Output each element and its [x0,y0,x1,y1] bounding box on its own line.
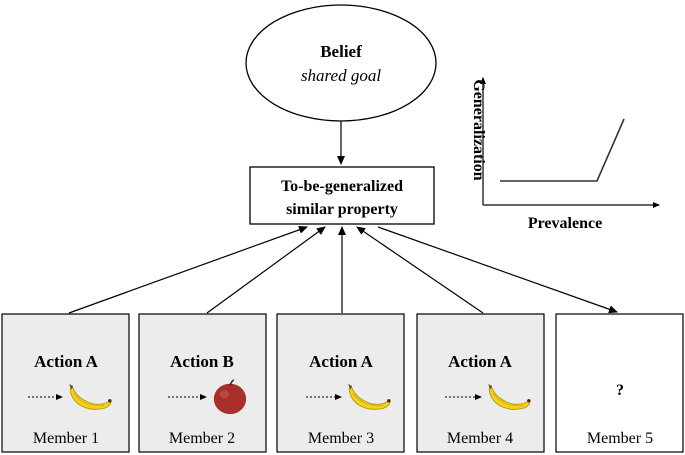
member1-arrow [68,225,308,314]
belief-node: Belief shared goal [245,4,437,122]
member-label: Member 5 [587,430,653,447]
member5-arrow [377,226,618,314]
member4-arrow [356,226,484,314]
member-unknown: ? [616,382,624,399]
member-label: Member 1 [33,430,99,447]
member-action: Action A [34,352,98,371]
member-label: Member 2 [169,430,235,447]
inset-plot: Generalization Prevalence [470,77,660,232]
member-box-3: Action A Member 3 [276,313,405,453]
inset-ylabel: Generalization [470,79,487,180]
property-line1: To-be-generalized [281,178,403,195]
belief-subtitle: shared goal [301,66,381,85]
inset-curve [500,118,625,182]
inset-xlabel: Prevalence [528,215,602,232]
member-box-4: Action A Member 4 [416,313,545,453]
belief-title: Belief [320,42,362,61]
member-action: Action A [309,352,373,371]
property-box: To-be-generalized similar property [249,166,435,225]
member-label: Member 3 [308,430,374,447]
member-box-1: Action A Member 1 [1,313,130,453]
member-box-2: Action B Member 2 [138,313,267,453]
member2-arrow [206,226,326,314]
member-action: Action A [448,352,512,371]
member-label: Member 4 [447,430,513,447]
property-line2: similar property [286,201,398,218]
member-box-5: ? Member 5 [555,313,684,453]
member-action: Action B [170,352,234,371]
